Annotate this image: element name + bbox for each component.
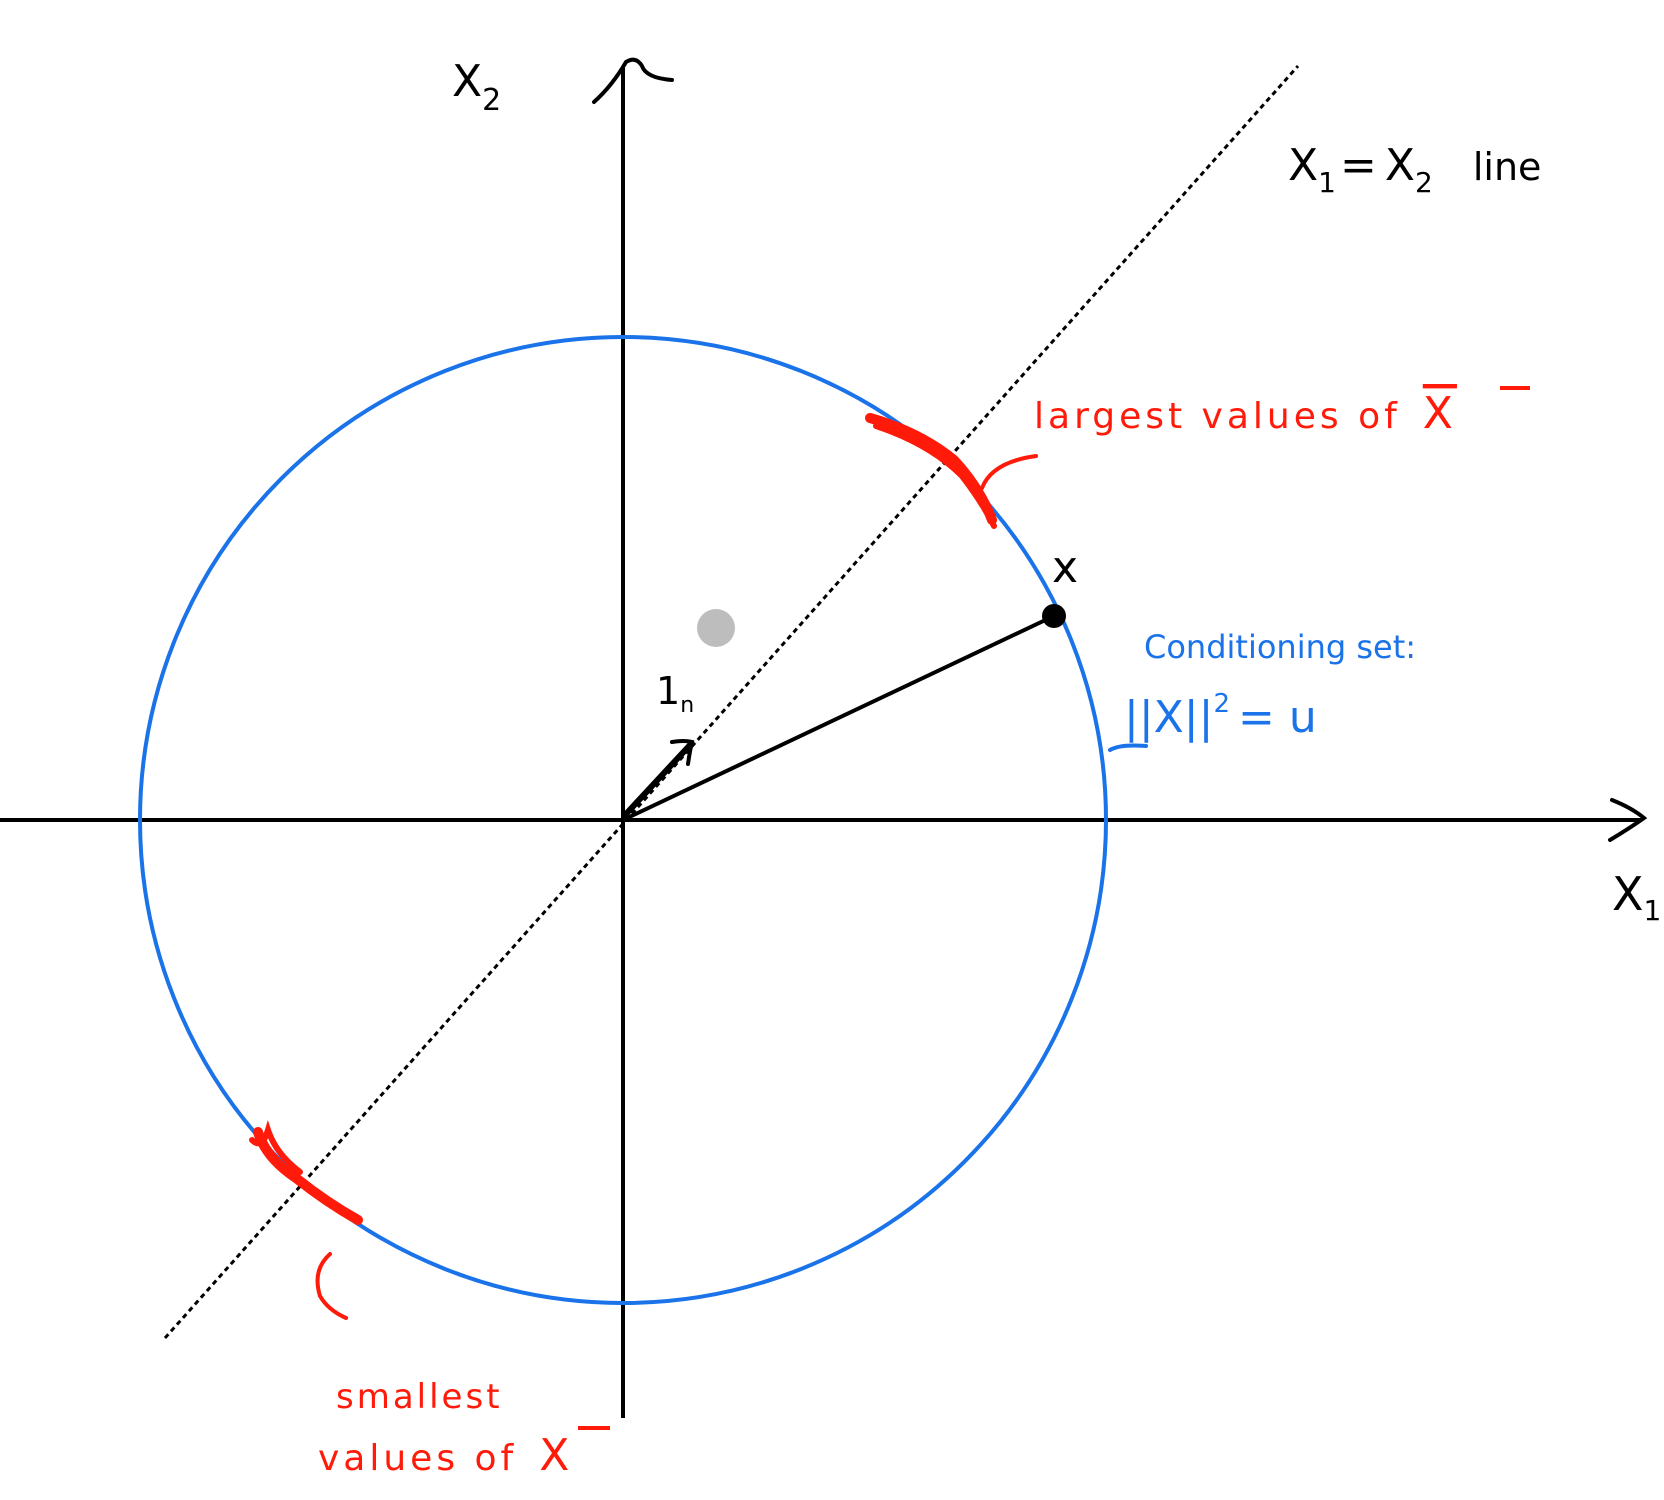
conditioning-set-title: Conditioning set: [1144,628,1416,666]
x1-axis-label: X1 [1612,867,1661,927]
largest-values-highlight [865,413,997,529]
grey-dot [697,609,735,647]
point-x-label: x [1052,542,1078,593]
x2-axis-label: X2 [452,56,501,118]
one-n-vector-arrowhead [670,739,695,766]
vector-to-x [622,613,1057,822]
diagonal-line [163,65,1300,1339]
point-x-marker [1042,604,1066,628]
smallest-values-highlight [249,1120,363,1225]
x2-axis-arrowhead [592,57,674,104]
x1-axis-arrowhead [1608,798,1648,842]
one-n-vector [623,742,693,817]
smallest-values-leader [315,1252,348,1320]
conditioning-set-leader [1108,743,1148,752]
conditioning-set-formula: ||X||2= u [1124,689,1317,743]
one-n-label: 1n [656,669,694,718]
conditioning-circle [138,335,1108,1305]
largest-values-leader [980,454,1038,490]
smallest-values-label-line1: smallest [336,1377,503,1417]
